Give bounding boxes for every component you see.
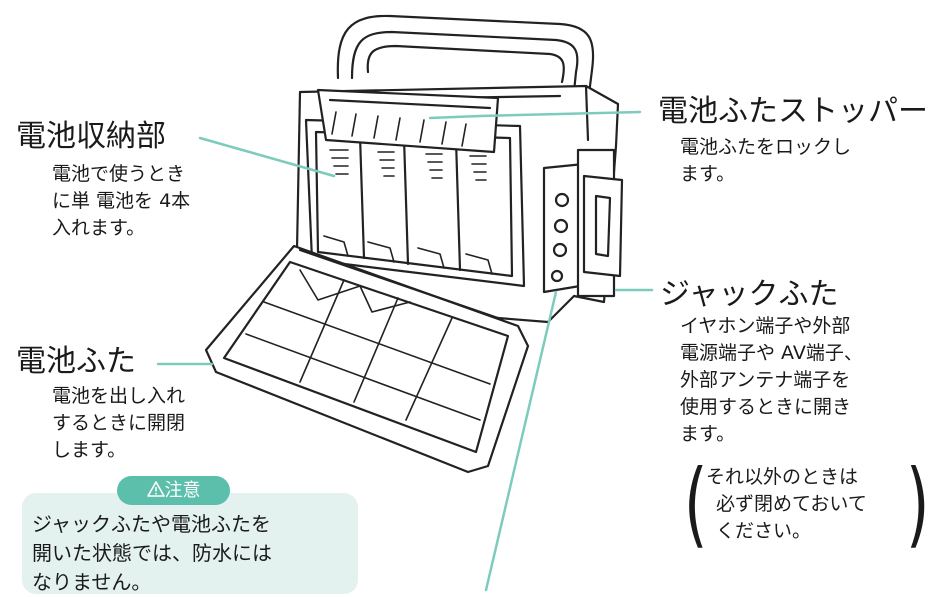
label-stopper-desc: 電池ふたをロックし ます。	[680, 136, 852, 185]
caution-label: 注意	[164, 480, 201, 501]
open-paren: (	[684, 450, 708, 559]
caution-badge: 注意	[117, 476, 230, 505]
close-paren: )	[906, 450, 928, 559]
label-battery-compartment-desc: 電池で使うとき に単 電池を 4本 入れます。	[52, 163, 191, 239]
leader-stopper	[428, 110, 642, 120]
leader-battery-compartment	[198, 136, 336, 178]
battery-cover	[204, 244, 530, 474]
label-battery-compartment-title: 電池収納部	[16, 119, 166, 154]
label-stopper-title: 電池ふたストッパー	[658, 94, 928, 129]
caution-text: ジャックふたや電池ふたを 開いた状態では、防水には なりません。	[32, 512, 272, 594]
label-jack-cover-note: それ以外のときは 必ず閉めておいて ください。	[706, 466, 867, 542]
caution-box	[22, 493, 358, 594]
label-battery-cover-desc: 電池を出し入れ するときに開閉 します。	[52, 385, 186, 461]
label-jack-cover-title: ジャックふた	[660, 277, 839, 312]
label-battery-cover-title: 電池ふた	[16, 344, 136, 379]
warning-triangle-icon	[146, 477, 165, 506]
label-jack-cover-desc: イヤホン端子や外部 電源端子や AV端子、 外部アンテナ端子を 使用するときに開…	[680, 315, 863, 445]
leader-jack-panel	[484, 290, 558, 592]
